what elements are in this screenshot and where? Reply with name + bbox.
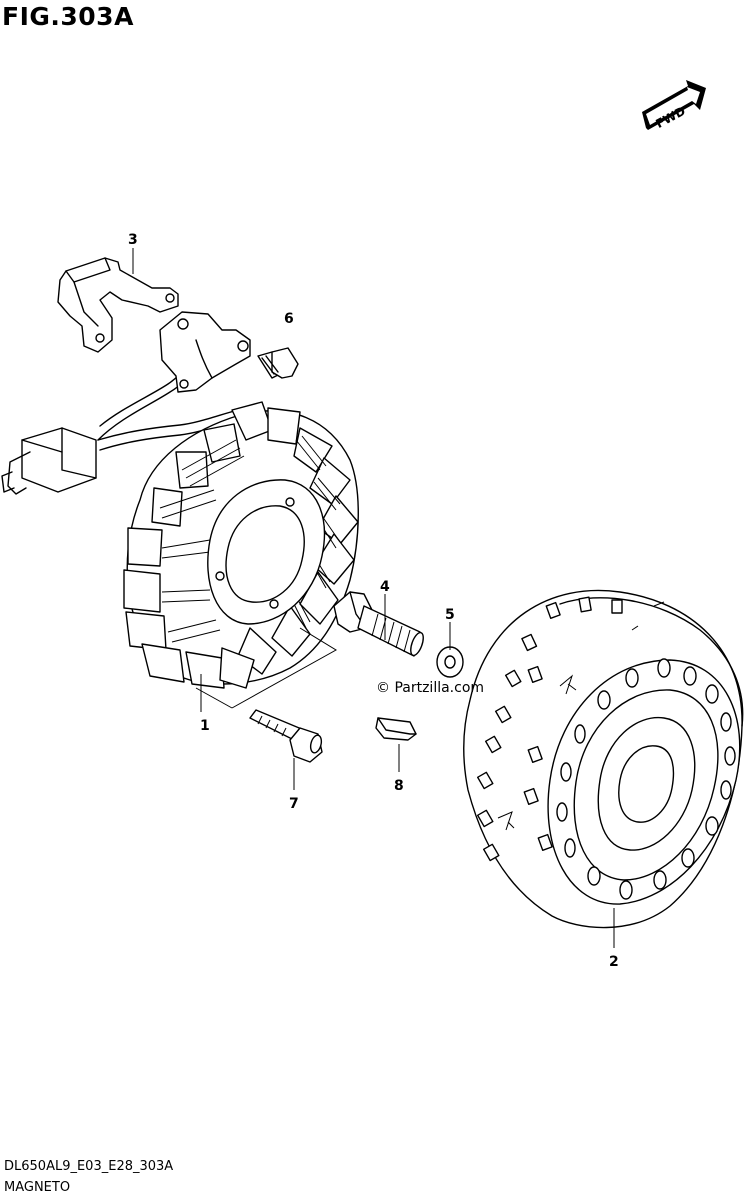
rotor: [463, 589, 744, 929]
callout-4: 4: [380, 579, 390, 595]
wire-connector: [1, 427, 97, 495]
woodruff-key: [375, 717, 417, 741]
leader-lines: [132, 248, 615, 948]
bolt-large: [333, 591, 424, 657]
watermark-text: © Partzilla.com: [376, 680, 484, 696]
callout-7: 7: [289, 796, 299, 812]
callout-6: 6: [284, 311, 294, 327]
rotor-rim-slots: [476, 596, 623, 862]
callout-5: 5: [445, 607, 455, 623]
wire-harness: [97, 311, 263, 451]
figure-title: FIG.303A: [2, 2, 134, 31]
drawing-name: MAGNETO: [4, 1180, 71, 1195]
callout-labels: 1 2 3 4 5 6 7 8: [128, 232, 619, 970]
callout-1: 1: [200, 718, 210, 734]
drawing-code: DL650AL9_E03_E28_303A: [4, 1159, 174, 1174]
screw: [249, 709, 323, 763]
stator: [123, 401, 359, 689]
rotor-face-slots: [556, 658, 736, 900]
callout-2: 2: [609, 954, 619, 970]
callout-3: 3: [128, 232, 138, 248]
fwd-arrow-icon: FWD: [642, 80, 706, 131]
washer: [436, 646, 464, 678]
bolt-small: [257, 347, 299, 379]
clamp-bracket: [57, 257, 179, 353]
callout-8: 8: [394, 778, 404, 794]
